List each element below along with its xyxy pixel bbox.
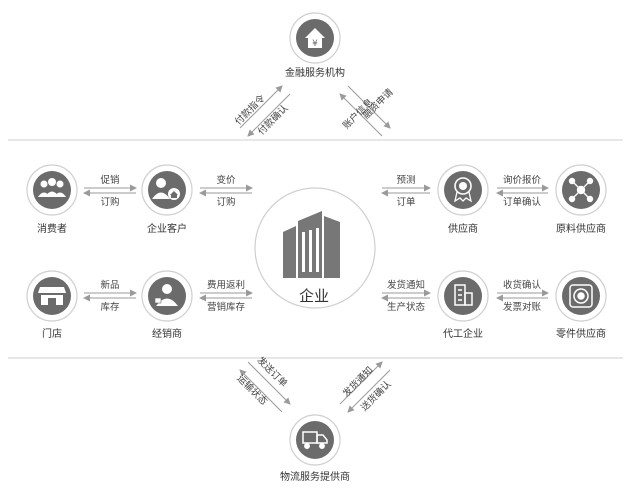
people-group-icon — [38, 178, 66, 197]
award-badge-icon — [454, 177, 472, 203]
edge-label: 收货确认 — [503, 279, 542, 291]
enterprise-customer-label: 企业客户 — [147, 222, 187, 235]
shop-icon — [38, 287, 66, 305]
distributor-center-link: 费用返利 营销库存 — [199, 279, 253, 313]
ec-center-link: 变价 订购 — [199, 174, 253, 208]
svg-text:¥: ¥ — [312, 39, 318, 49]
financial-left-link: 付款指令 付款确认 — [232, 85, 291, 138]
store-label: 门店 — [42, 327, 62, 340]
financial-label: 金融服务机构 — [285, 66, 345, 79]
parts-supplier-node: 零件供应商 — [555, 270, 607, 340]
logistics-left-link: 发送订单 运输状态 — [234, 354, 291, 413]
center-supplier-link: 预测 订单 — [381, 175, 431, 208]
edge-label: 询价报价 — [503, 174, 542, 186]
edge-label: 订单 — [396, 196, 416, 208]
logistics-right-link: 发货通知 送货确认 — [339, 361, 394, 414]
edge-label: 库存 — [100, 301, 120, 313]
raw-material-supplier-label: 原料供应商 — [556, 222, 606, 235]
building-icon — [283, 211, 340, 278]
raw-material-supplier-node: 原料供应商 — [555, 164, 607, 235]
logistics-node: 物流服务提供商 — [280, 414, 350, 483]
consumer-label: 消费者 — [37, 222, 67, 235]
oem-parts-link: 收货确认 发票对账 — [496, 279, 549, 313]
distributor-node: 经销商 — [141, 270, 193, 340]
molecule-icon — [568, 177, 594, 203]
edge-label: 新品 — [100, 279, 119, 291]
store-node: 门店 — [26, 270, 78, 340]
edge-label: 发货通知 — [387, 279, 425, 291]
edge-label: 订购 — [100, 196, 119, 208]
financial-right-link: 融资申请 账户信息 — [339, 85, 396, 137]
edge-label: 运输状态 — [234, 372, 270, 408]
logistics-label: 物流服务提供商 — [280, 470, 350, 483]
edge-label: 费用返利 — [207, 279, 245, 291]
businessman-icon — [154, 284, 178, 306]
distributor-label: 经销商 — [152, 327, 182, 340]
edge-label: 预测 — [396, 175, 415, 186]
edge-label: 订单确认 — [503, 196, 542, 208]
edge-label: 发送订单 — [254, 354, 290, 390]
supplier-label: 供应商 — [448, 222, 478, 235]
factory-building-icon — [454, 284, 473, 306]
center-label: 企业 — [299, 287, 329, 305]
store-distributor-link: 新品 库存 — [83, 279, 137, 313]
edge-label: 营销库存 — [207, 301, 246, 313]
truck-icon — [302, 431, 328, 449]
bank-icon: ¥ — [305, 28, 325, 49]
parts-supplier-label: 零件供应商 — [556, 327, 606, 340]
edge-label: 促销 — [100, 174, 120, 186]
speaker-part-icon — [569, 284, 593, 308]
user-house-icon — [152, 178, 180, 200]
edge-label: 订购 — [216, 196, 235, 208]
edge-label: 生产状态 — [387, 301, 426, 313]
supplier-raw-link: 询价报价 订单确认 — [496, 174, 549, 208]
supplier-node: 供应商 — [437, 164, 489, 235]
enterprise-customer-node: 企业客户 — [141, 164, 193, 235]
consumer-node: 消费者 — [26, 164, 78, 235]
edge-label: 发票对账 — [503, 301, 542, 313]
oem-label: 代工企业 — [443, 327, 483, 340]
financial-node: ¥ 金融服务机构 — [285, 12, 345, 79]
center-oem-link: 发货通知 生产状态 — [381, 279, 431, 313]
edge-label: 变价 — [216, 174, 236, 186]
consumer-ec-link: 促销 订购 — [83, 174, 137, 208]
enterprise-center-node: 企业 — [254, 187, 376, 309]
oem-node: 代工企业 — [437, 270, 489, 340]
